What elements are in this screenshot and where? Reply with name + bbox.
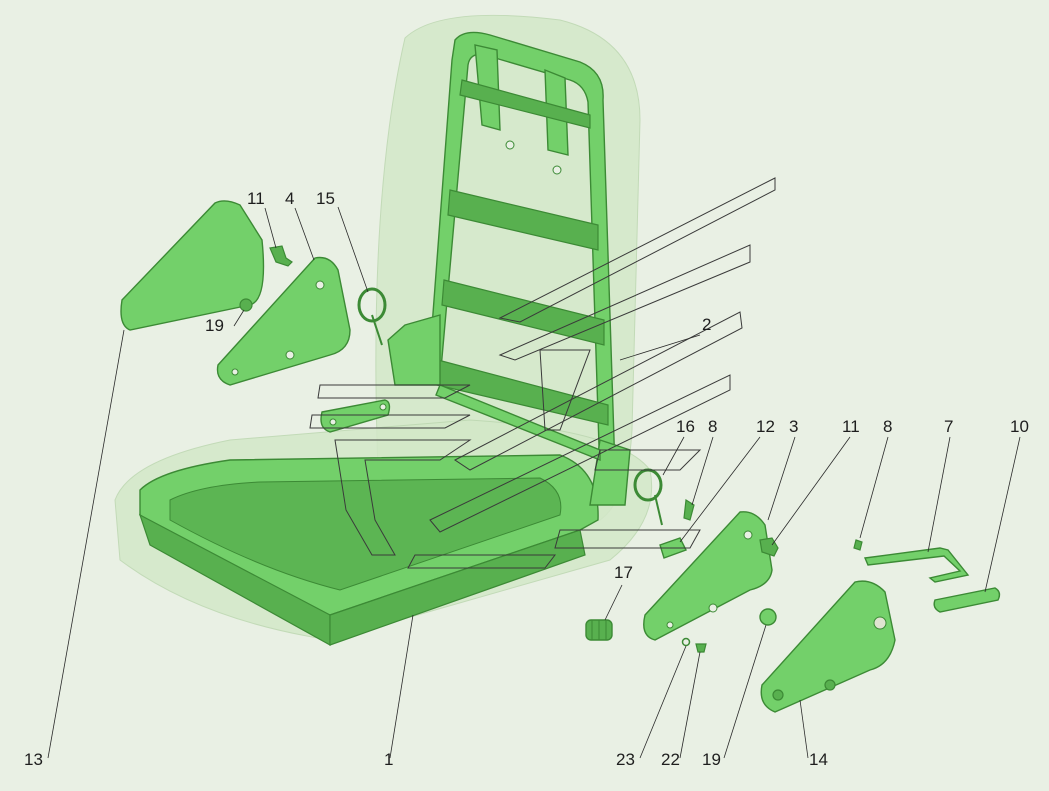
callout-labels: 13 11 4 15 19 2 16 8 12 3 11 8 7 10 17 1… [24,189,1029,769]
seat-pan-part-1 [138,454,599,647]
callout-23: 23 [616,750,635,769]
callout-15: 15 [316,189,335,208]
backrest-frame-part-2 [387,31,631,506]
callout-16: 16 [676,417,695,436]
right-bracket-part-3 [643,511,773,641]
lever-part-7 [863,547,970,583]
callout-13: 13 [24,750,43,769]
spring-part-15 [357,287,387,346]
callout-11-right: 11 [842,417,860,436]
callout-10: 10 [1010,417,1029,436]
nut-part-19-right [759,608,777,626]
callout-19-right: 19 [702,750,721,769]
callout-8-far: 8 [883,417,892,436]
screw-part-22 [695,643,707,653]
pin-part-8-near [683,498,695,521]
handle-part-10 [933,587,1001,613]
callout-7: 7 [944,417,953,436]
callout-22: 22 [661,750,680,769]
left-bracket-part-4 [216,256,351,386]
callout-14: 14 [809,750,828,769]
watermark-logo [309,177,776,569]
callout-11-left: 11 [247,189,265,208]
washer-part-23 [681,637,691,647]
spring-part-17 [585,619,613,641]
left-cover-part-13 [120,200,265,331]
leader-lines [47,206,1021,759]
right-cover-part-14 [760,580,896,713]
nut-part-19-left [239,298,253,312]
callout-3: 3 [789,417,798,436]
callout-17: 17 [614,563,633,582]
callout-19-left: 19 [205,316,224,335]
callout-8-near: 8 [708,417,717,436]
pin-part-8-far [853,539,863,551]
callout-2: 2 [702,315,711,334]
bolt-part-11-left [269,245,293,267]
callout-1: 1 [384,750,393,769]
callout-12: 12 [756,417,775,436]
callout-4: 4 [285,189,294,208]
